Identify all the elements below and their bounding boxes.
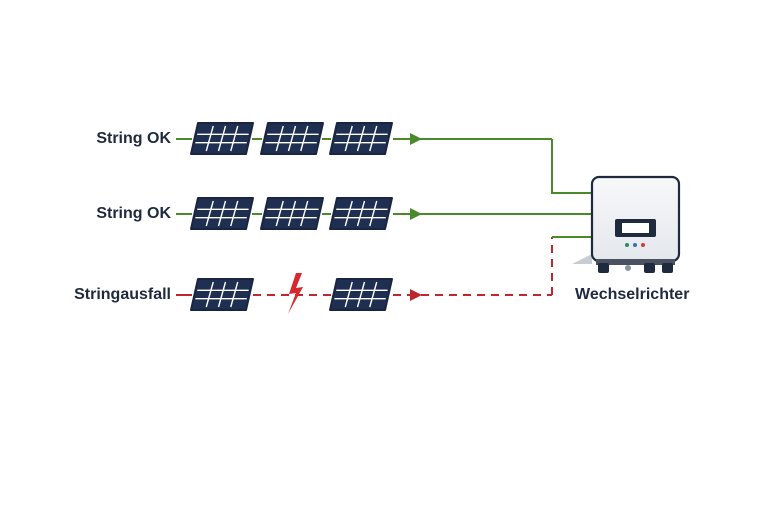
solar-panel-grid-line — [230, 125, 239, 152]
string-row-2 — [176, 197, 592, 230]
solar-panel-grid-line — [205, 125, 214, 152]
inverter-led-red — [641, 243, 645, 247]
inverter-label: Wechselrichter — [575, 286, 690, 303]
inverter-base — [596, 259, 675, 265]
string-row-3 — [176, 236, 592, 314]
solar-panel-grid-line — [217, 125, 227, 152]
string-1-inverter-line — [551, 139, 592, 194]
solar-panel-grid-line — [275, 125, 284, 152]
inverter-led-green — [625, 243, 629, 247]
inverter-screen — [622, 223, 649, 233]
solar-panel-icon — [329, 278, 393, 311]
solar-panel-icon — [260, 122, 324, 155]
solar-panel-grid-line — [369, 281, 378, 308]
solar-panel-grid-line — [369, 200, 378, 227]
solar-panel-icon — [329, 122, 393, 155]
inverter-foot-right — [662, 263, 673, 273]
inverter-icon — [572, 175, 681, 273]
inverter-led-blue — [633, 243, 637, 247]
solar-panel-grid-line — [369, 125, 378, 152]
solar-panel-grid-line — [217, 281, 227, 308]
string-3-label: Stringausfall — [74, 286, 171, 303]
solar-panel-icon — [329, 197, 393, 230]
solar-panel-grid-line — [344, 125, 353, 152]
solar-panel-grid-line — [287, 125, 297, 152]
solar-panel-grid-line — [300, 200, 309, 227]
solar-panel-grid-line — [356, 200, 366, 227]
inverter-connector — [625, 265, 631, 271]
solar-panel-grid-line — [205, 281, 214, 308]
inverter-shadow — [572, 254, 592, 264]
lightning-bolt-icon — [288, 273, 303, 314]
string-2-label: String OK — [96, 205, 171, 222]
solar-panel-grid-line — [287, 200, 297, 227]
solar-panel-grid-line — [356, 281, 366, 308]
solar-panel-icon — [190, 122, 254, 155]
solar-panel-grid-line — [344, 281, 353, 308]
solar-panel-grid-line — [344, 200, 353, 227]
string-row-1 — [176, 122, 592, 194]
string-2-arrow-icon — [410, 208, 422, 220]
solar-panel-grid-line — [275, 200, 284, 227]
solar-panel-icon — [260, 197, 324, 230]
string-3-arrow-icon — [410, 289, 422, 301]
solar-panel-grid-line — [230, 200, 239, 227]
solar-panel-grid-line — [217, 200, 227, 227]
solar-panel-grid-line — [356, 125, 366, 152]
inverter-foot-mid — [644, 263, 655, 273]
solar-panel-grid-line — [300, 125, 309, 152]
string-1-arrow-icon — [410, 133, 422, 145]
solar-panel-icon — [190, 278, 254, 311]
solar-panel-grid-line — [230, 281, 239, 308]
inverter-foot-left — [598, 263, 609, 273]
solar-panel-grid-line — [205, 200, 214, 227]
solar-panel-icon — [190, 197, 254, 230]
string-1-label: String OK — [96, 130, 171, 147]
